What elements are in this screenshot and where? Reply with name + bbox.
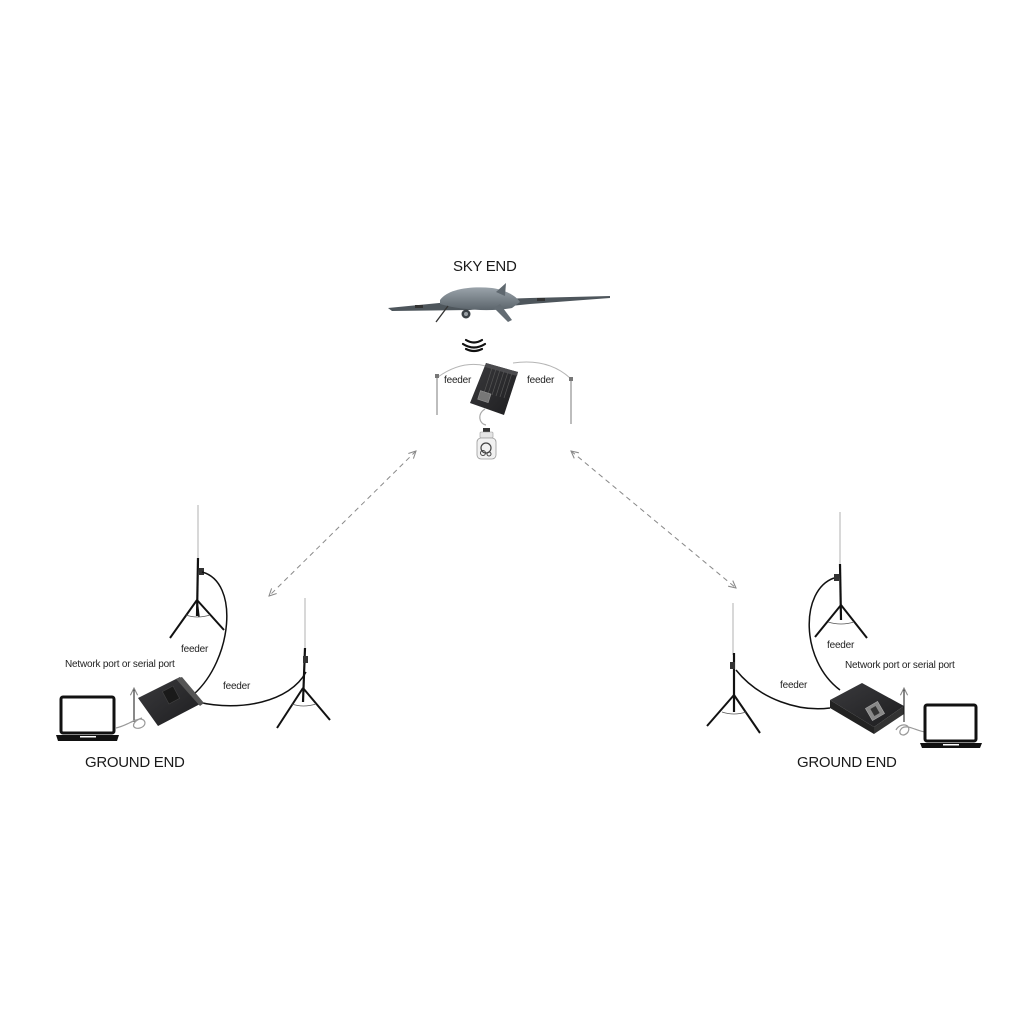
link-sky-to-right-ground xyxy=(571,451,736,588)
left-ground-radio-module-icon[interactable] xyxy=(138,677,204,726)
left-feeder-cable-2 xyxy=(197,671,307,707)
left-ground-end-title: GROUND END xyxy=(85,754,185,771)
left-usb-cable xyxy=(115,717,146,729)
right-usb-cable xyxy=(895,724,927,736)
left-feeder-cable-1 xyxy=(193,571,228,695)
left-port-label: Network port or serial port xyxy=(65,659,175,670)
airborne-radio-module-icon[interactable] xyxy=(470,363,518,415)
right-feeder-cable-2 xyxy=(808,577,841,691)
drone-icon[interactable] xyxy=(388,283,610,323)
right-tripod-antenna-1-icon[interactable] xyxy=(706,603,761,734)
sky-right-antenna-icon xyxy=(569,377,573,424)
right-laptop-icon[interactable] xyxy=(920,703,982,748)
left-feeder-label-1: feeder xyxy=(181,644,209,655)
sky-right-feeder-cable xyxy=(512,361,571,379)
right-feeder-cable-1 xyxy=(735,669,831,710)
link-sky-to-left-ground xyxy=(269,451,416,596)
right-port-label: Network port or serial port xyxy=(845,660,955,671)
sky-end-group xyxy=(388,283,610,460)
right-ground-radio-module-icon[interactable] xyxy=(830,683,904,734)
sky-end-title: SKY END xyxy=(453,258,517,275)
gimbal-camera-icon[interactable] xyxy=(476,408,497,460)
right-tripod-antenna-2-icon[interactable] xyxy=(814,512,868,639)
sky-left-feeder-label: feeder xyxy=(444,375,472,386)
left-tripod-antenna-2-icon[interactable] xyxy=(276,598,331,729)
wireless-signal-icon xyxy=(461,338,487,353)
right-feeder-label-1: feeder xyxy=(827,640,855,651)
right-ground-end-title: GROUND END xyxy=(797,754,897,771)
left-ground-end-group xyxy=(56,505,331,741)
right-ground-end-group xyxy=(706,512,982,748)
sky-left-antenna-icon xyxy=(435,374,439,415)
sky-right-feeder-label: feeder xyxy=(527,375,555,386)
left-laptop-icon[interactable] xyxy=(56,695,119,741)
sky-left-feeder-cable xyxy=(437,363,487,378)
left-tripod-antenna-1-icon[interactable] xyxy=(169,505,225,639)
left-feeder-label-2: feeder xyxy=(223,681,251,692)
right-feeder-label-2: feeder xyxy=(780,680,808,691)
